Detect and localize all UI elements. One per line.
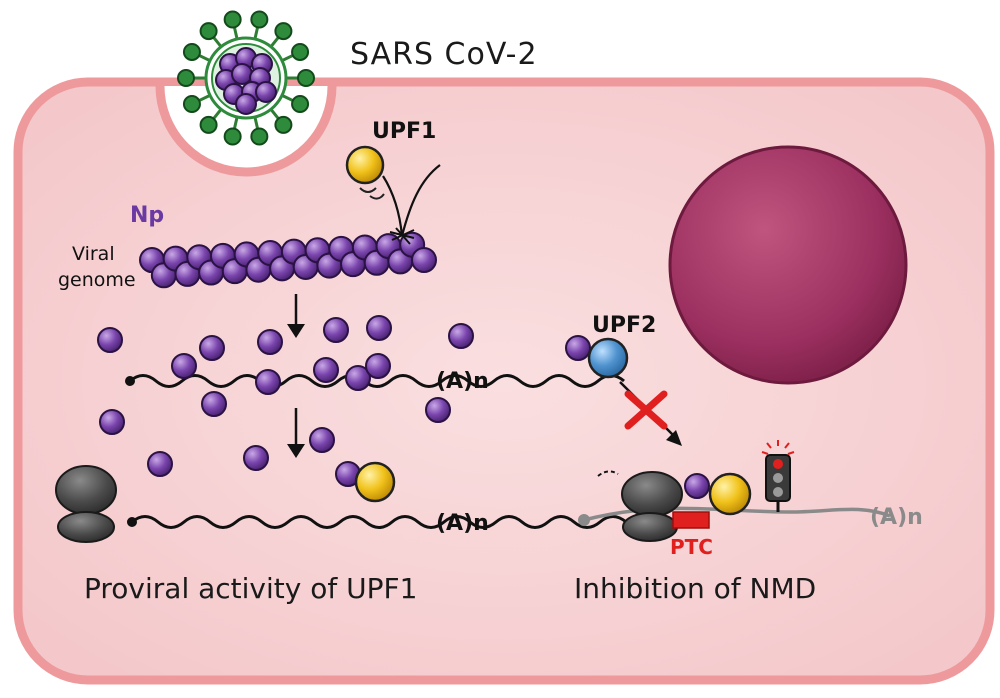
np-protein (201, 391, 227, 417)
traffic-light-icon (761, 440, 795, 512)
np-protein (345, 365, 371, 391)
sars-cov-2-virion-icon (177, 10, 315, 146)
title: SARS CoV-2 (350, 37, 538, 72)
np-coated-genome (139, 231, 437, 289)
np-protein (425, 397, 451, 423)
caption-proviral-activity: Proviral activity of UPF1 (84, 572, 417, 605)
np-protein (99, 409, 125, 435)
np-protein (448, 323, 474, 349)
viral-genome-label-line2: genome (58, 269, 136, 291)
polya-label: (A)n (870, 505, 923, 530)
mrna-cap (127, 517, 137, 527)
mrna-strand-2 (131, 515, 627, 529)
np-protein (235, 93, 257, 115)
nucleus (668, 145, 908, 385)
arrow-down-icon (287, 294, 305, 338)
caption-inhibition-nmd: Inhibition of NMD (574, 572, 816, 605)
np-protein (313, 357, 339, 383)
np-protein (171, 353, 197, 379)
np-protein (255, 369, 281, 395)
upf1-binding-arc-left (382, 175, 404, 237)
upf1-protein-bound (354, 461, 396, 503)
np-protein (199, 335, 225, 361)
np-protein (243, 445, 269, 471)
mrna-strand-1 (129, 374, 625, 388)
upf2-protein (587, 337, 629, 379)
arrow-down-icon (287, 408, 305, 458)
ribosome-icon (597, 470, 683, 542)
np-protein (366, 315, 392, 341)
upf1-label: UPF1 (372, 119, 436, 144)
viral-genome-label-line1: Viral (72, 243, 115, 265)
np-protein (309, 427, 335, 453)
polya-label: (A)n (436, 369, 489, 394)
np-protein (257, 329, 283, 355)
upf1-motion-lines (359, 187, 385, 200)
np-protein (97, 327, 123, 353)
ribosome-icon (55, 465, 117, 543)
upf2-label: UPF2 (592, 313, 656, 338)
upf1-binding-mark (389, 227, 415, 245)
np-protein (231, 63, 253, 85)
np-protein (323, 317, 349, 343)
np-protein (365, 353, 391, 379)
membrane-invagination (155, 85, 337, 177)
np-protein (565, 335, 591, 361)
upf1-protein-top (345, 145, 385, 185)
free-np-proteins (97, 315, 474, 477)
np-label: Np (130, 203, 164, 228)
np-protein (684, 473, 710, 499)
np-protein (147, 451, 173, 477)
upf1-protein-nmd (708, 472, 752, 516)
inhibition-cross-icon (624, 390, 668, 430)
nmd-mrna-cap (578, 514, 590, 526)
upf1-binding-arc-right (400, 164, 441, 237)
np-protein (411, 247, 437, 273)
polya-label: (A)n (436, 511, 489, 536)
mrna-cap (125, 376, 135, 386)
np-protein (255, 81, 277, 103)
ptc-label: PTC (670, 535, 713, 559)
ptc-codon (672, 511, 710, 529)
